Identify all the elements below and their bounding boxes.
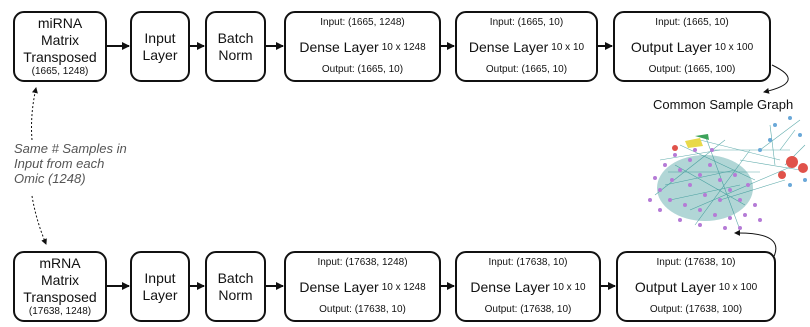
top-dense-layer-2-box: Input: (1665, 10) Dense Layer 10 x 10 Ou… <box>455 11 598 82</box>
top-output-dims: 10 x 100 <box>714 42 754 53</box>
top-dense-layer-1-box: Input: (1665, 1248) Dense Layer 10 x 124… <box>284 11 441 82</box>
bottom-dense2-input: Input: (17638, 10) <box>488 257 568 268</box>
bottom-matrix-line2: Matrix <box>40 272 80 288</box>
top-matrix-line1: miRNA <box>37 15 83 31</box>
top-input-layer-line1: Input <box>144 29 176 46</box>
bottom-dense-layer-2-box: Input: (17638, 10) Dense Layer 10 x 10 O… <box>455 251 601 322</box>
common-sample-graph-image <box>648 116 808 231</box>
bottom-batch-norm-line2: Norm <box>218 286 253 303</box>
bottom-output-output: Output: (17638, 100) <box>649 304 743 315</box>
top-dense2-input: Input: (1665, 10) <box>489 17 564 28</box>
top-input-layer-line2: Layer <box>142 46 178 63</box>
note-line3: Omic (1248) <box>14 171 86 186</box>
note-arrow-down <box>31 195 47 245</box>
top-dense1-output: Output: (1665, 10) <box>321 64 404 75</box>
top-dense2-dims: 10 x 10 <box>551 42 585 53</box>
note-line1: Same # Samples in <box>14 141 127 156</box>
bottom-matrix-shape: (17638, 1248) <box>28 306 92 317</box>
top-matrix-shape: (1665, 1248) <box>31 66 89 77</box>
bottom-dense2-dims: 10 x 10 <box>552 282 586 293</box>
top-output-layer-box: Input: (1665, 10) Output Layer 10 x 100 … <box>613 11 771 82</box>
bottom-dense1-name: Dense Layer <box>299 278 379 295</box>
bottom-output-layer-box: Input: (17638, 10) Output Layer 10 x 100… <box>616 251 776 322</box>
top-batch-norm-line2: Norm <box>218 46 253 63</box>
bottom-input-layer-line1: Input <box>144 269 176 286</box>
top-output-output: Output: (1665, 100) <box>648 64 736 75</box>
top-input-layer-box: Input Layer <box>130 11 190 82</box>
bottom-output-name: Output Layer <box>634 278 716 295</box>
top-dense1-name: Dense Layer <box>299 38 379 55</box>
bottom-dense2-output: Output: (17638, 10) <box>484 304 572 315</box>
top-matrix-line2: Matrix <box>40 32 80 48</box>
bottom-matrix-line3: Transposed <box>23 289 97 305</box>
top-dense2-output: Output: (1665, 10) <box>485 64 568 75</box>
graph-title: Common Sample Graph <box>653 97 794 112</box>
note-arrow-up <box>31 87 38 141</box>
top-mirna-matrix-box: miRNA Matrix Transposed (1665, 1248) <box>13 11 107 82</box>
bottom-dense1-output: Output: (17638, 10) <box>319 304 406 315</box>
top-output-input: Input: (1665, 10) <box>655 17 729 28</box>
top-output-name: Output Layer <box>630 38 712 55</box>
bottom-matrix-line1: mRNA <box>39 255 81 271</box>
top-batch-norm-line1: Batch <box>217 29 254 46</box>
bottom-dense-layer-1-box: Input: (17638, 1248) Dense Layer 10 x 12… <box>284 251 441 322</box>
samples-note: Same # Samples in Input from each Omic (… <box>14 141 154 186</box>
bottom-output-dims: 10 x 100 <box>718 282 758 293</box>
bottom-batch-norm-line1: Batch <box>217 269 254 286</box>
bottom-mrna-matrix-box: mRNA Matrix Transposed (17638, 1248) <box>13 251 107 322</box>
bottom-input-layer-line2: Layer <box>142 286 178 303</box>
bottom-dense1-input: Input: (17638, 1248) <box>317 257 408 268</box>
top-batch-norm-box: Batch Norm <box>205 11 266 82</box>
bottom-dense2-name: Dense Layer <box>470 278 550 295</box>
graph-arrow-top <box>763 64 789 94</box>
top-dense1-dims: 10 x 1248 <box>381 42 426 53</box>
bottom-input-layer-box: Input Layer <box>130 251 190 322</box>
top-dense2-name: Dense Layer <box>468 38 549 55</box>
bottom-dense1-dims: 10 x 1248 <box>381 282 426 293</box>
bottom-output-input: Input: (17638, 10) <box>656 257 736 268</box>
bottom-batch-norm-box: Batch Norm <box>205 251 266 322</box>
note-line2: Input from each <box>14 156 105 171</box>
top-matrix-line3: Transposed <box>23 49 97 65</box>
top-dense1-input: Input: (1665, 1248) <box>320 17 405 28</box>
